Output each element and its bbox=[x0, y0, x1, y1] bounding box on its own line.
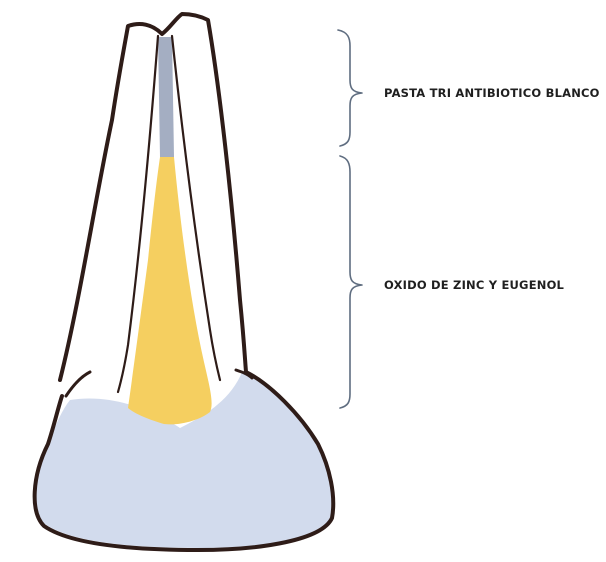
zinc-oxide-eugenol-fill bbox=[128, 157, 212, 424]
bottom-bracket bbox=[340, 156, 362, 408]
label-zinc-oxide-eugenol: OXIDO DE ZINC Y EUGENOL bbox=[384, 278, 565, 292]
cej-left-mark bbox=[66, 372, 90, 396]
top-bracket bbox=[338, 30, 362, 146]
label-antibiotic-paste: PASTA TRI ANTIBIOTICO BLANCO bbox=[384, 86, 600, 100]
antibiotic-paste-fill bbox=[158, 37, 174, 157]
